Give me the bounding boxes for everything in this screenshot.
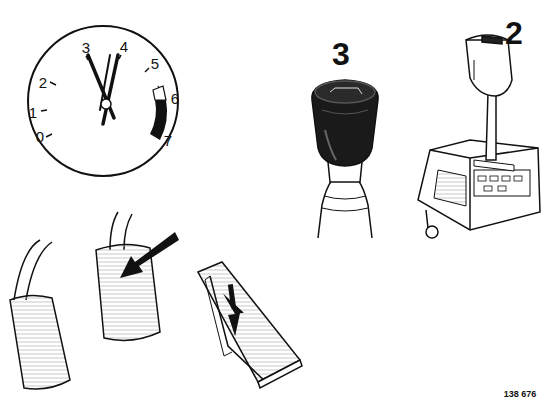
gauge-number: 4 bbox=[120, 39, 128, 54]
figure-number: 138 676 bbox=[504, 390, 537, 399]
arrow bbox=[120, 232, 247, 337]
callout-number: 3 bbox=[332, 38, 350, 70]
callout-number: 2 bbox=[505, 17, 523, 49]
pedals bbox=[10, 212, 302, 389]
gauge-number: 0 bbox=[36, 129, 44, 144]
gauge-number: 7 bbox=[164, 133, 172, 148]
gauge-number: 2 bbox=[39, 75, 47, 90]
gauge-number: 1 bbox=[29, 105, 37, 120]
automatic-selector bbox=[418, 35, 540, 238]
gauge-number: 3 bbox=[82, 40, 90, 55]
tachometer bbox=[28, 26, 178, 176]
gear-knob bbox=[312, 80, 378, 238]
gauge-number: 6 bbox=[171, 91, 179, 106]
gauge-number: 5 bbox=[151, 56, 159, 71]
